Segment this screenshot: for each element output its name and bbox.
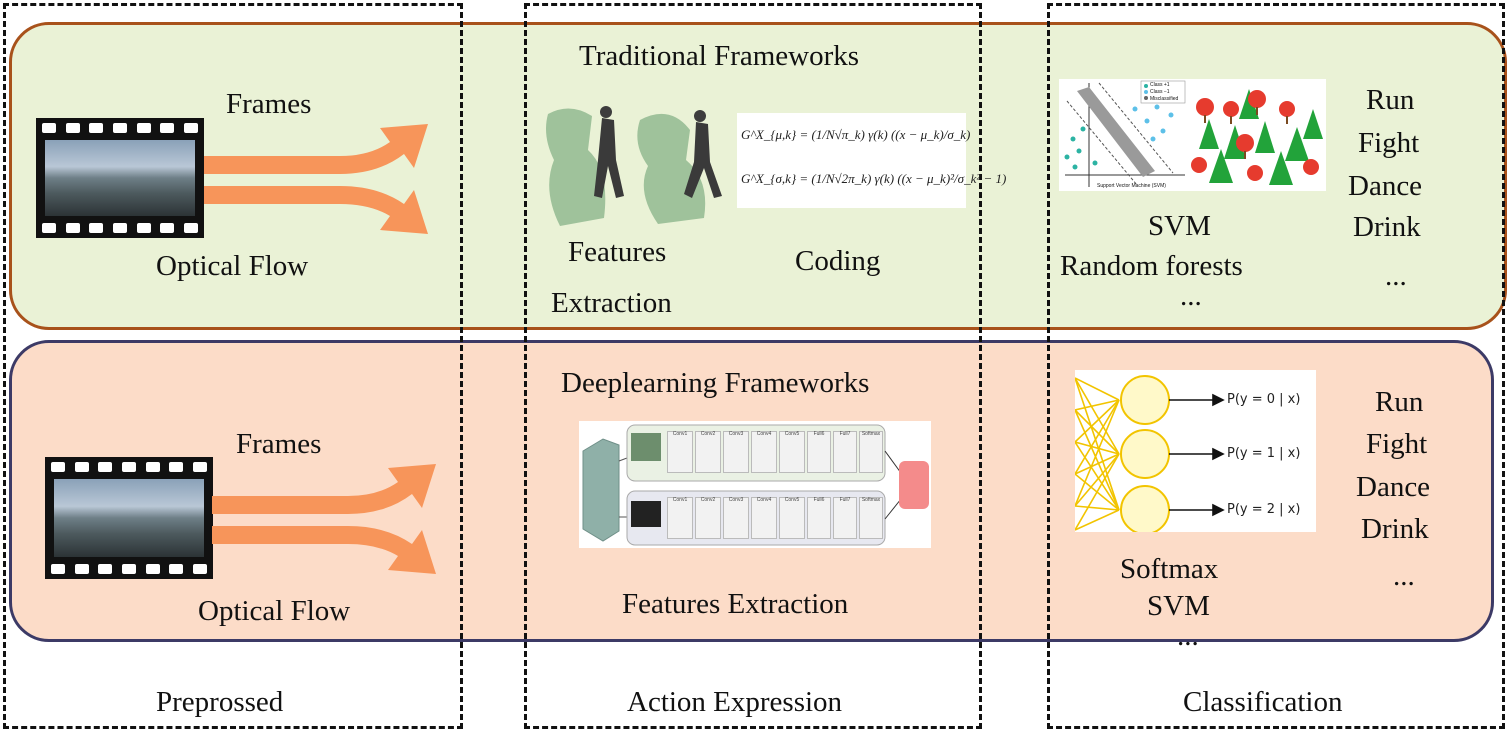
coding-formula-image: G^X_{μ,k} = (1/N√π_k) γ(k) ((x − μ_k)/σ_… [737, 113, 1006, 208]
bottom-action-ellipsis: ... [1393, 560, 1415, 592]
cnn-top-conv2: Conv2 [695, 431, 721, 473]
formula-1: G^X_{μ,k} = (1/N√π_k) γ(k) ((x − μ_k)/σ_… [741, 127, 971, 142]
cnn-bot-softmax-label: Softmax [861, 497, 881, 503]
cnn-bot-full6: Full6 [807, 497, 831, 539]
cnn-top-full7: Full7 [833, 431, 857, 473]
optical-flow-label: Optical Flow [156, 250, 309, 282]
softmax-output-0: P(y = 0 | x) [1227, 392, 1301, 407]
cnn-bot-full7-label: Full7 [839, 497, 851, 503]
svm-legend-1: Class +1 [1150, 82, 1170, 88]
cnn-bot-conv2: Conv2 [695, 497, 721, 539]
svm-label-bottom: SVM [1147, 590, 1210, 622]
cnn-top-conv3-label: Conv3 [728, 431, 744, 437]
top-action-drink: Drink [1353, 211, 1421, 243]
bottom-cls-ellipsis: ... [1177, 620, 1199, 652]
softmax-label: Softmax [1120, 553, 1219, 585]
softmax-diagram-image: P(y = 0 | x) P(y = 1 | x) P(y = 2 | x) [1075, 370, 1316, 532]
svm-legend-3: Misclassified [1150, 96, 1179, 102]
bottom-action-dance: Dance [1356, 471, 1431, 503]
bottom-action-fight: Fight [1366, 428, 1428, 460]
svm-label: SVM [1148, 210, 1211, 242]
bottom-action-run: Run [1375, 386, 1424, 418]
optical-flow-label-bottom: Optical Flow [198, 595, 351, 627]
traditional-title: Traditional Frameworks [579, 40, 860, 72]
cnn-top-conv1-label: Conv1 [672, 431, 688, 437]
cnn-top-conv5: Conv5 [779, 431, 805, 473]
two-stream-cnn-image: Conv1 Conv2 Conv3 Conv4 Conv5 Full6 Full… [579, 421, 931, 548]
cnn-bot-conv3: Conv3 [723, 497, 749, 539]
cnn-bot-conv5-label: Conv5 [784, 497, 800, 503]
column-classification [1047, 3, 1505, 729]
bottom-action-drink: Drink [1361, 513, 1429, 545]
top-action-fight: Fight [1358, 127, 1420, 159]
cnn-top-softmax-label: Softmax [861, 431, 881, 437]
softmax-output-2: P(y = 2 | x) [1227, 502, 1301, 517]
features-label-line1: Features [568, 236, 667, 268]
cnn-top-conv5-label: Conv5 [784, 431, 800, 437]
cnn-bot-conv5: Conv5 [779, 497, 805, 539]
top-action-run: Run [1366, 84, 1415, 116]
cnn-bot-conv1-label: Conv1 [672, 497, 688, 503]
svm-random-forest-image: Class +1 Class −1 Misclassified Support … [1059, 79, 1326, 191]
flow-arrows-bottom [212, 464, 436, 574]
cnn-top-full6: Full6 [807, 431, 831, 473]
svm-legend-2: Class −1 [1150, 89, 1170, 95]
film-strip-image [36, 118, 204, 238]
silhouette-image [546, 106, 722, 226]
column-label-classification: Classification [1183, 686, 1343, 718]
cnn-bot-conv4-label: Conv4 [756, 497, 772, 503]
column-label-preprossed: Preprossed [156, 686, 284, 718]
cnn-bot-full6-label: Full6 [813, 497, 825, 503]
svm-caption: Support Vector Machine (SVM) [1097, 183, 1166, 189]
features-label-line2: Extraction [551, 287, 672, 319]
cnn-bot-softmax: Softmax [859, 497, 883, 539]
top-action-ellipsis: ... [1385, 260, 1407, 292]
softmax-output-1: P(y = 1 | x) [1227, 446, 1301, 461]
cnn-bot-conv1: Conv1 [667, 497, 693, 539]
cnn-top-full7-label: Full7 [839, 431, 851, 437]
cnn-bot-conv4: Conv4 [751, 497, 777, 539]
column-preprossed [3, 3, 463, 729]
features-extraction-label: Features Extraction [622, 588, 849, 620]
column-action-expression [524, 3, 982, 729]
top-action-dance: Dance [1348, 170, 1423, 202]
film-strip-image-bottom [45, 457, 213, 579]
cnn-top-conv2-label: Conv2 [700, 431, 716, 437]
cnn-bot-conv2-label: Conv2 [700, 497, 716, 503]
frames-label: Frames [226, 88, 312, 120]
cnn-top-conv4: Conv4 [751, 431, 777, 473]
random-forests-label: Random forests [1060, 250, 1243, 282]
cnn-bot-conv3-label: Conv3 [728, 497, 744, 503]
flow-arrows [204, 124, 428, 234]
column-label-action-expression: Action Expression [627, 686, 843, 718]
cnn-top-conv3: Conv3 [723, 431, 749, 473]
cnn-top-conv4-label: Conv4 [756, 431, 772, 437]
cnn-top-full6-label: Full6 [813, 431, 825, 437]
cnn-top-conv1: Conv1 [667, 431, 693, 473]
formula-2: G^X_{σ,k} = (1/N√2π_k) γ(k) ((x − μ_k)²/… [741, 171, 1007, 186]
cnn-top-softmax: Softmax [859, 431, 883, 473]
frames-label-bottom: Frames [236, 428, 322, 460]
deeplearning-title: Deeplearning Frameworks [561, 367, 870, 399]
cnn-bot-full7: Full7 [833, 497, 857, 539]
coding-label: Coding [795, 245, 881, 277]
top-cls-ellipsis: ... [1180, 280, 1202, 312]
